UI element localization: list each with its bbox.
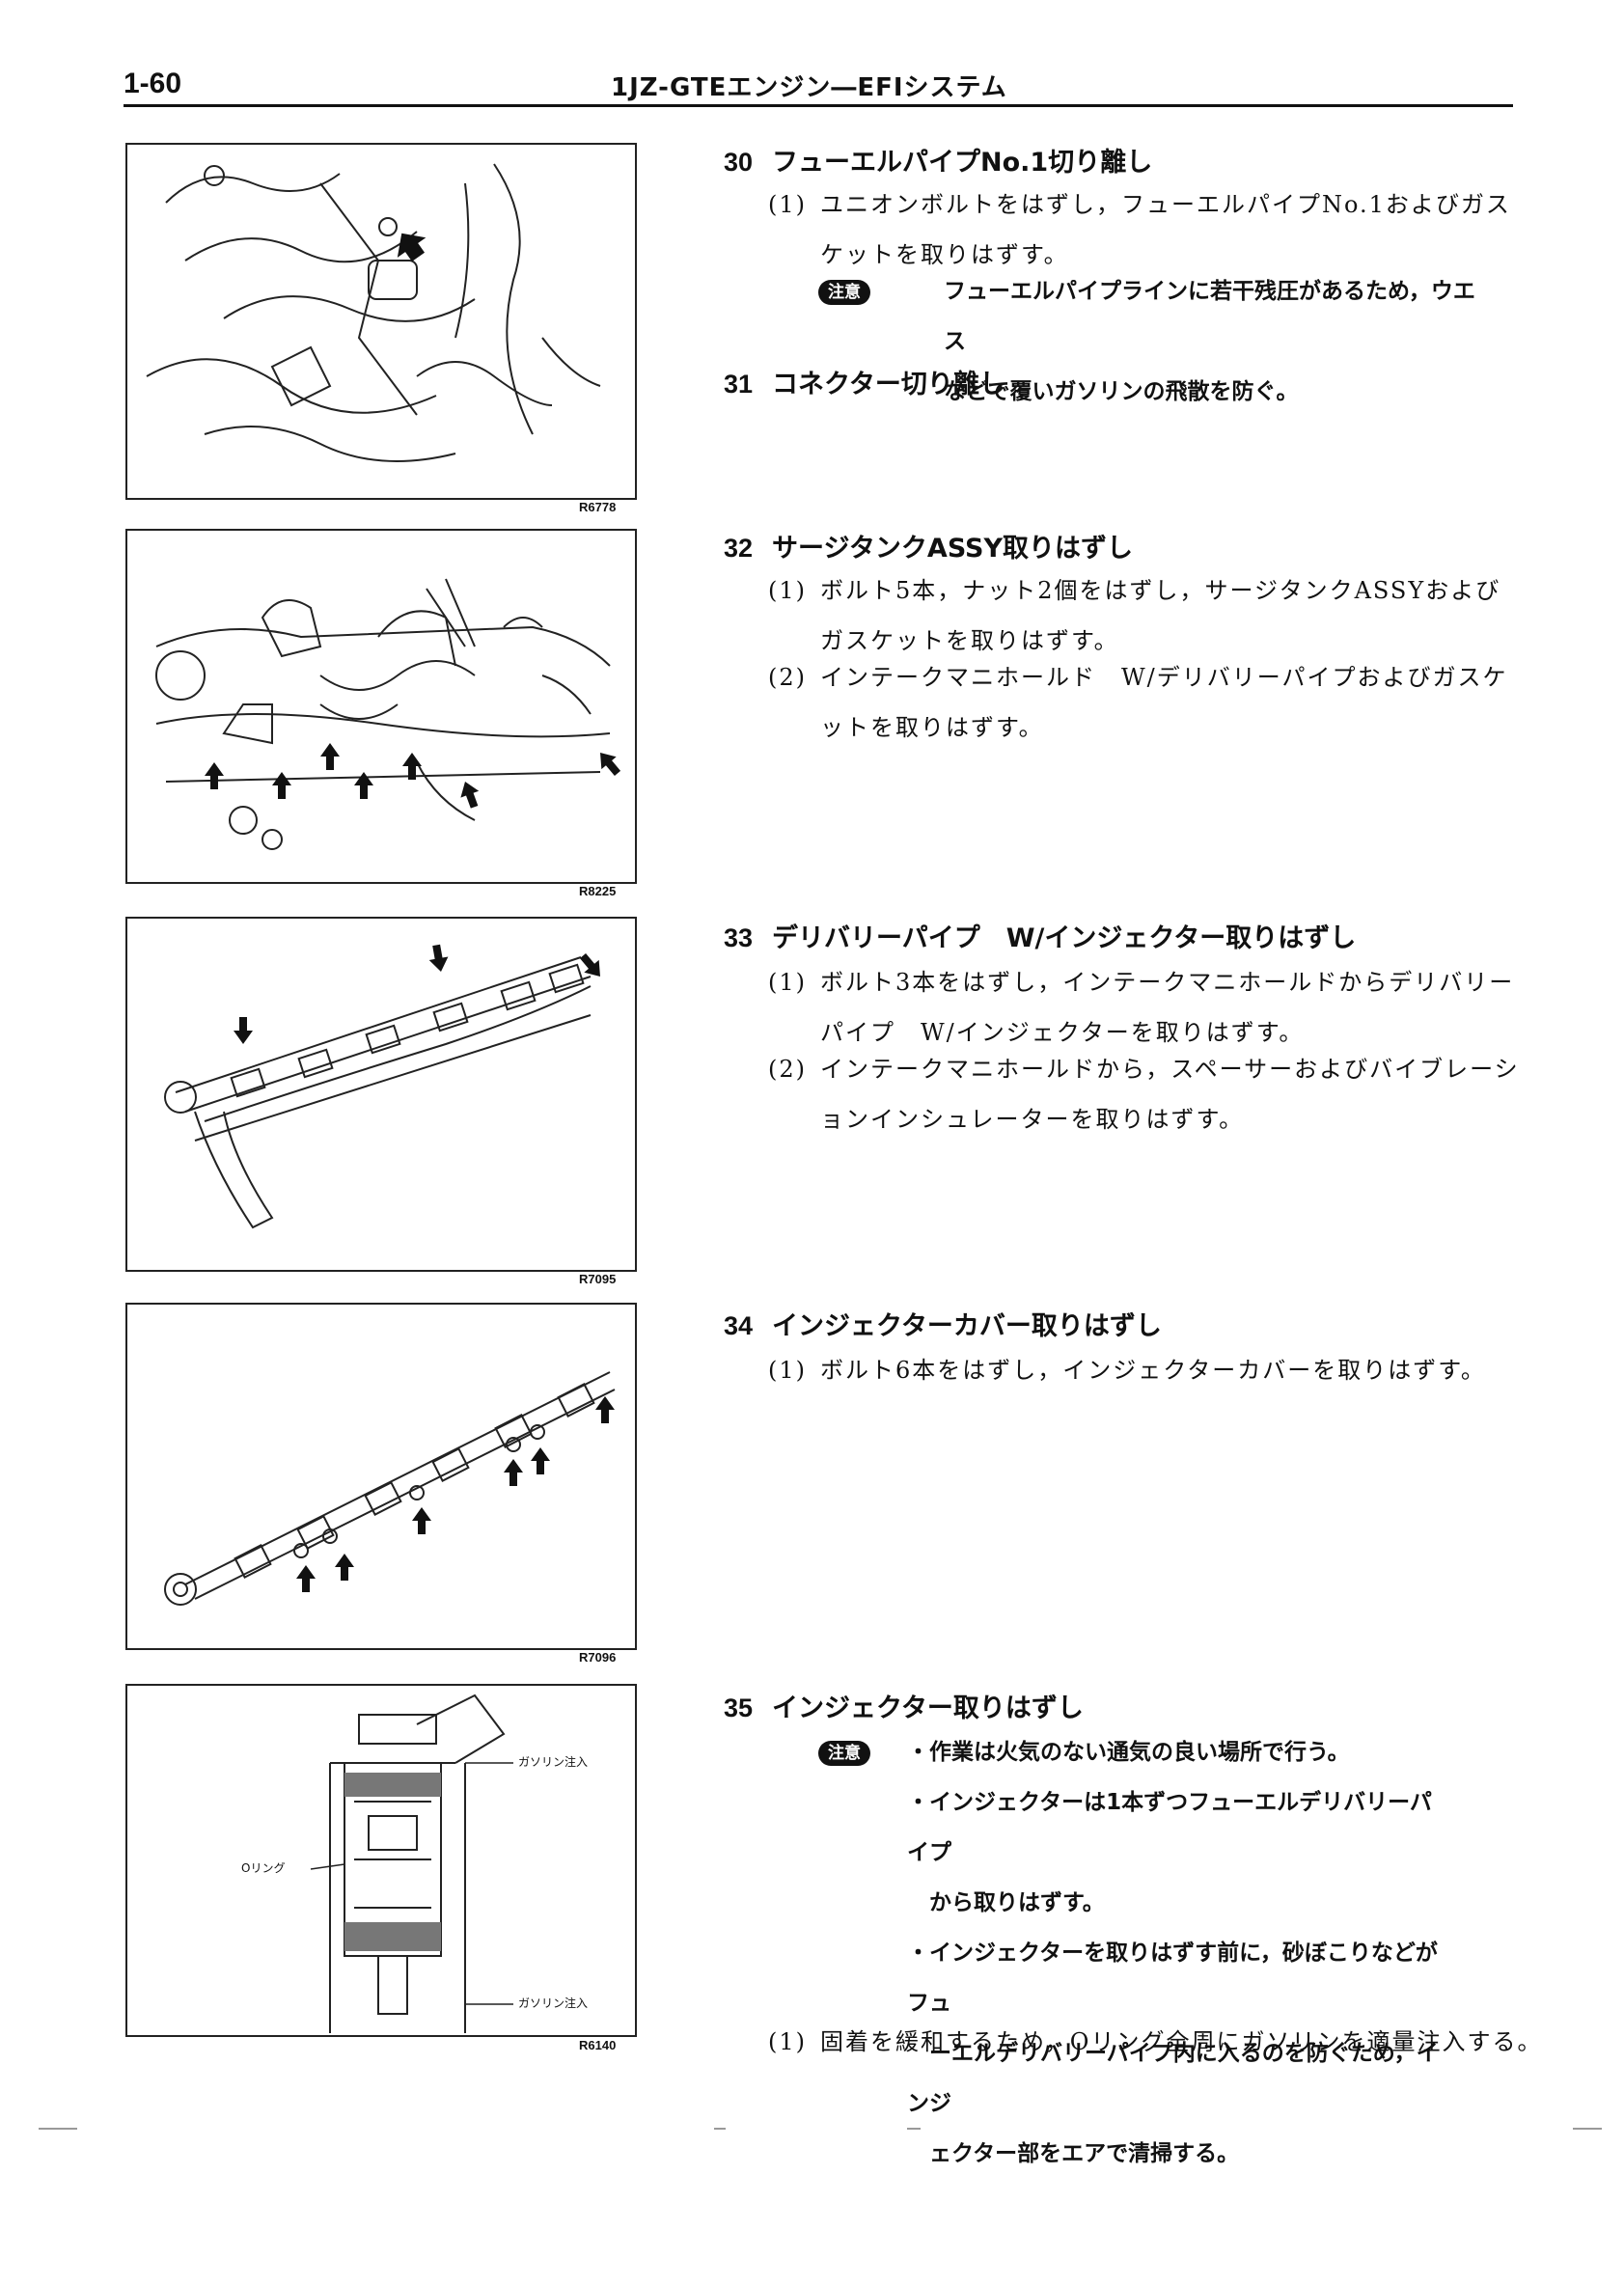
step-34-1: (1) ボルト6本をはずし，インジェクターカバーを取りはずす。 [768,1357,1486,1384]
bolt-arrows [296,1396,615,1592]
caution-bullet: ・インジェクターは1本ずつフューエルデリバリーパイプ [907,1790,1432,1865]
figure-code-5: R6140 [579,2038,617,2052]
surge-tank-illustration [155,578,621,850]
caution-35: 注意 ・作業は火気のない通気の良い場所で行う。 ・インジェクターは1本ずつフュー… [818,1727,1513,2166]
bolt-arrows [205,743,621,809]
label-inlet-top: ガソリン注入 [518,1755,589,1769]
scan-mark [714,2128,726,2130]
running-title: 1JZ-GTEエンジン―EFIシステム [611,73,1007,102]
caution-bullet: ・作業は火気のない通気の良い場所で行う。 [907,1740,1350,1765]
page-number: 1-60 [124,68,182,99]
caution-badge: 注意 [818,1740,870,1766]
figure-code-1: R6778 [579,500,617,514]
step-33-2: (2) インテークマニホールドから，スペーサーおよびバイブレーシ ョンインシュレ… [768,1056,1520,1133]
figure-fuel-pipe [125,143,637,500]
caution-bullet: ェクター部をエアで清掃する。 [907,2141,1240,2166]
label-inlet-bottom: ガソリン注入 [518,1996,589,2010]
label-o-ring: Oリング [241,1861,286,1875]
fuel-pipe-illustration [146,163,601,462]
caution-bullet: ・インジェクターを取りはずす前に，砂ぼこりなどがフュ [907,1941,1438,2016]
step-32-1: (1) ボルト5本，ナット2個をはずし，サージタンクASSYおよび ガスケットを… [768,577,1501,654]
caution-bullet: から取りはずす。 [907,1890,1105,1915]
figure-surge-tank [125,529,637,884]
delivery-pipe-illustration [164,944,600,1229]
scan-mark [907,2128,921,2130]
scan-mark [39,2128,77,2130]
arrow-icon [397,233,427,262]
step-35-1: (1) 固着を緩和するため，Oリング全周にガソリンを適量注入する。 [768,2028,1543,2055]
header-rule [124,104,1513,107]
injector-illustration [310,1693,513,2033]
scan-mark [1573,2128,1602,2130]
figure-code-4: R7096 [579,1650,617,1665]
caution-badge: 注意 [818,279,870,305]
figure-code-3: R7095 [579,1272,617,1286]
step-30-1: (1) ユニオンボルトをはずし，フューエルパイプNo.1およびガス ケットを取り… [768,191,1511,268]
caution-30: 注意 フューエルパイプラインに若干残圧があるため，ウエス などで覆いガソリンの飛… [818,266,1513,404]
step-33-1: (1) ボルト3本をはずし，インテークマニホールドからデリバリー パイプ W/イ… [768,969,1515,1046]
injector-cover-illustration [164,1371,616,1606]
figure-code-2: R8225 [579,884,617,898]
page-header: 1-60 1JZ-GTEエンジン―EFIシステム [124,60,1513,106]
caution-bullet: ーエルデリバリーパイプ内に入るのを防ぐため，インジ [907,2041,1439,2116]
bolt-arrows [234,944,600,1044]
step-32-2: (2) インテークマニホールド W/デリバリーパイプおよびガスケ ットを取りはず… [768,664,1508,741]
figure-injector-cover [125,1303,637,1650]
figure-injector: ガソリン注入 Oリング ガソリン注入 [125,1684,637,2037]
figure-delivery-pipe [125,917,637,1272]
